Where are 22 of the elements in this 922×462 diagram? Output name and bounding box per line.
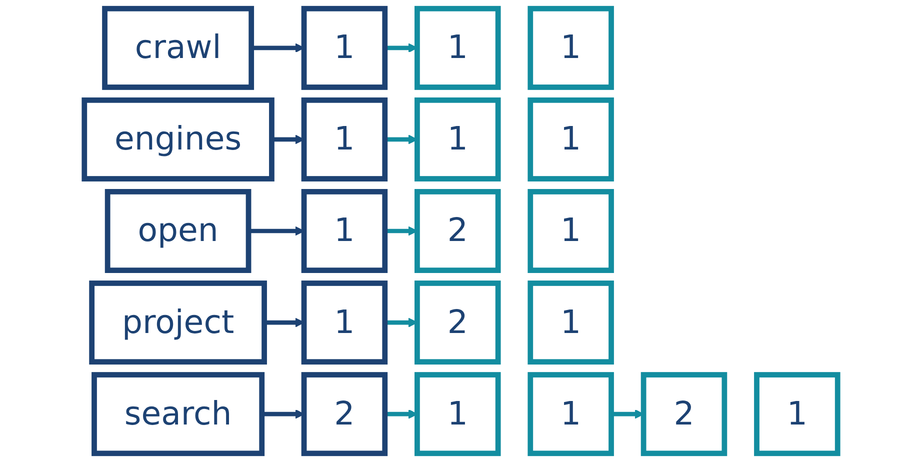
node-box: 1: [528, 6, 614, 90]
node-box: 2: [640, 372, 728, 456]
node-box: 1: [414, 97, 501, 182]
node-box: crawl: [102, 6, 254, 90]
node-box: 1: [301, 280, 388, 365]
node-box: 2: [414, 189, 501, 273]
node-box: 1: [301, 6, 388, 90]
node-box: 1: [528, 372, 614, 456]
node-box: open: [104, 189, 252, 273]
node-box: 1: [301, 189, 388, 273]
node-box: 2: [301, 372, 388, 456]
node-box: 1: [301, 97, 388, 182]
node-box: 1: [528, 97, 614, 182]
node-box: 2: [414, 280, 501, 365]
node-box: engines: [82, 97, 274, 182]
node-box: 1: [414, 372, 501, 456]
node-box: 1: [528, 189, 614, 273]
node-box: project: [89, 280, 267, 365]
node-box: 1: [414, 6, 501, 90]
node-box: 1: [528, 280, 614, 365]
node-box: search: [92, 372, 265, 456]
node-box: 1: [754, 372, 840, 456]
